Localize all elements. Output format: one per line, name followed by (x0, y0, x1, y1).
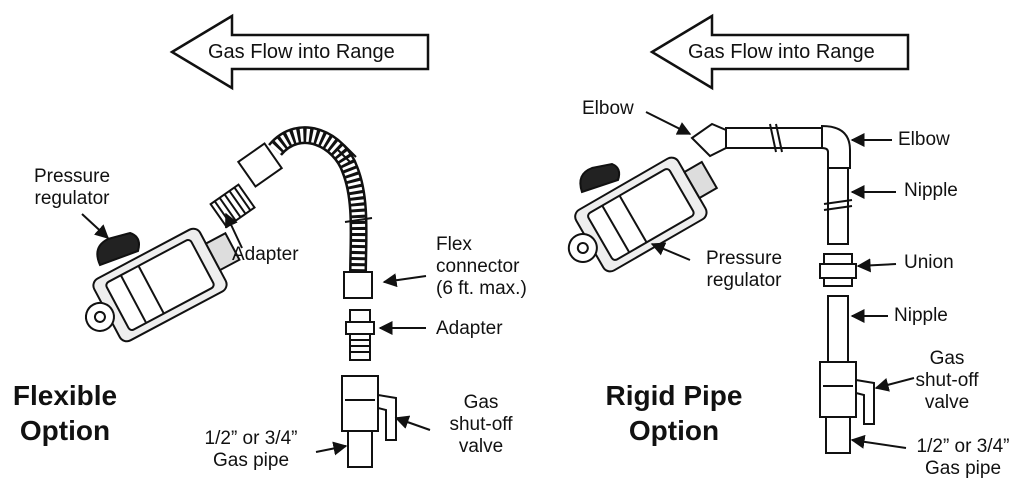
title-rigid-pipe-option: Rigid Pipe Option (605, 380, 743, 446)
shutoff-valve-left (341, 375, 397, 468)
label-gas-pipe-left: 1/2” or 3/4” Gas pipe (204, 428, 298, 471)
flow-label-right: Gas Flow into Range (688, 41, 875, 63)
label-elbow-left: Elbow (582, 98, 634, 119)
label-adapter-bottom: Adapter (436, 318, 503, 339)
adapter-bottom-left (345, 309, 375, 361)
flow-label-left: Gas Flow into Range (208, 41, 395, 63)
label-union: Union (904, 252, 954, 273)
rigid-bottom-run (819, 295, 875, 454)
pressure-regulator-right (567, 156, 719, 273)
label-shutoff-valve-right: Gas shut-off valve (915, 348, 979, 413)
pressure-regulator-left (84, 227, 241, 343)
flex-connector (236, 126, 373, 299)
left-pointers (81, 212, 431, 456)
rigid-top-run (690, 122, 853, 245)
adapter-top-left (209, 183, 256, 229)
union-fitting (819, 253, 857, 287)
label-flex-connector: Flex connector (6 ft. max.) (436, 234, 527, 299)
label-adapter-top: Adapter (232, 244, 299, 265)
label-shutoff-valve-left: Gas shut-off valve (449, 392, 513, 457)
label-nipple-bottom: Nipple (894, 305, 948, 326)
label-nipple-top: Nipple (904, 180, 958, 201)
flow-arrow-left (169, 13, 430, 91)
flow-arrow-right (649, 13, 910, 91)
label-pressure-regulator-right: Pressure regulator (705, 248, 783, 291)
title-flexible-option: Flexible Option (12, 380, 118, 446)
label-gas-pipe-right: 1/2” or 3/4” Gas pipe (916, 436, 1010, 479)
right-pointers (645, 111, 915, 449)
label-elbow-right: Elbow (898, 129, 950, 150)
label-pressure-regulator-left: Pressure regulator (33, 166, 111, 209)
